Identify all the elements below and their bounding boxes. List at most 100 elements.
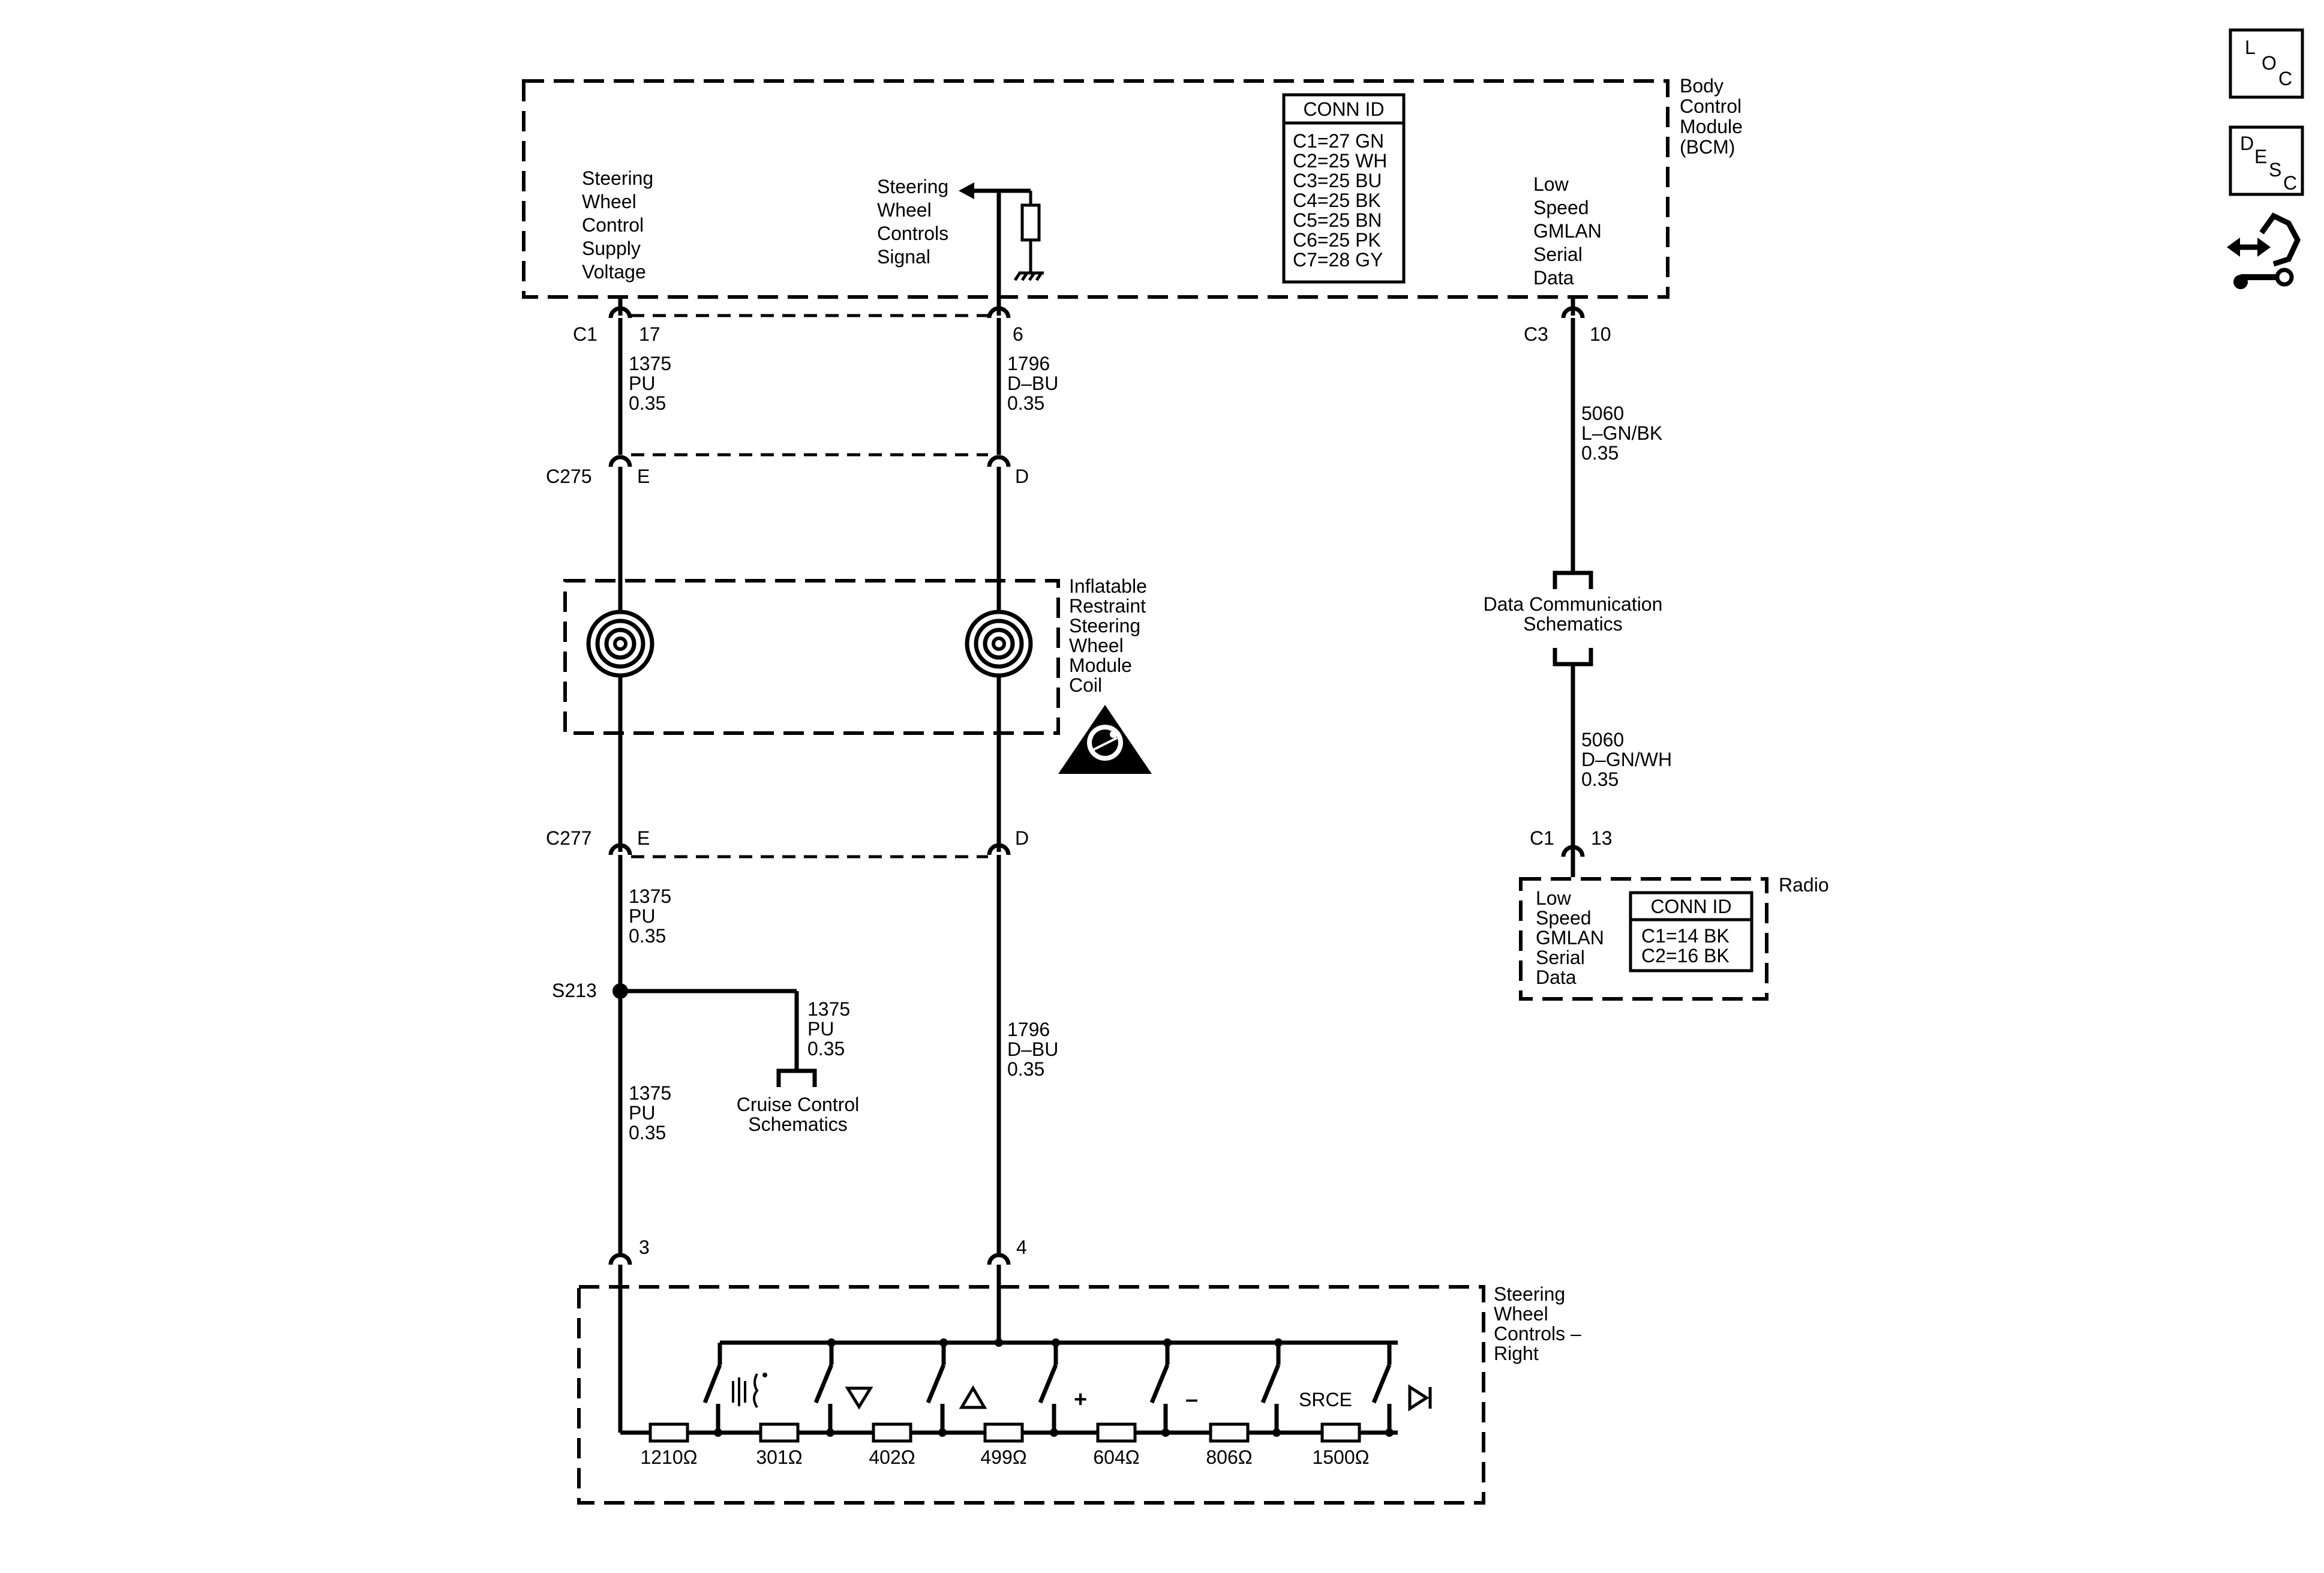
desc-letter-s: S — [2269, 159, 2281, 181]
resistor-4 — [983, 1422, 1024, 1443]
connector-c275: C275 E D — [546, 445, 1029, 487]
resistor-7-value: 1500Ω — [1312, 1446, 1369, 1468]
wire-6-num: 1375 — [807, 998, 850, 1020]
bcm-gmlan-label-3: GMLAN — [1533, 220, 1602, 242]
splice-s213-label: S213 — [552, 980, 597, 1001]
connector-pin-17: 17 — [639, 323, 660, 345]
loc-letter-c: C — [2278, 68, 2292, 89]
bcm-conn-row-1: C1=27 GN — [1293, 130, 1384, 152]
bcm-module: Body Control Module (BCM) Steering Wheel… — [522, 75, 1743, 299]
data-comm-reference[interactable]: Data Communication Schematics — [1484, 571, 1663, 667]
loc-letter-o: O — [2262, 52, 2277, 74]
cruise-ref-line-1[interactable]: Cruise Control — [737, 1094, 860, 1115]
wire-7-size: 0.35 — [629, 1122, 666, 1143]
wire-1-color: PU — [629, 373, 655, 394]
connector-c275-pin-e: E — [637, 466, 650, 487]
loc-icon[interactable] — [2229, 28, 2304, 99]
bcm-conn-id-table: CONN ID C1=27 GN C2=25 WH C3=25 BU C4=25… — [1282, 93, 1406, 284]
desc-icon[interactable] — [2229, 125, 2304, 196]
bcm-gmlan-label-4: Serial — [1533, 244, 1583, 265]
up-triangle-icon — [959, 1385, 987, 1409]
radio-gmlan-label-4: Serial — [1536, 947, 1585, 968]
data-comm-ref-line-2[interactable]: Schematics — [1523, 613, 1622, 635]
swc-name-line-3: Controls – — [1494, 1323, 1581, 1344]
wire-4-num: 5060 — [1581, 729, 1624, 751]
wire-1-size: 0.35 — [629, 392, 666, 414]
switch-voice — [702, 1343, 722, 1433]
connector-pin-10: 10 — [1590, 323, 1611, 345]
resistor-3-value: 402Ω — [869, 1446, 915, 1468]
airbag-warning-icon — [1058, 705, 1152, 774]
wire-4-color: D–GN/WH — [1581, 749, 1672, 770]
wire-8-num: 1796 — [1007, 1019, 1050, 1040]
splice-s213: S213 1375 PU 0.35 Cruise Control Schemat… — [552, 980, 859, 1135]
bcm-signal-label-1: Steering — [877, 176, 948, 197]
bcm-signal-label-3: Controls — [877, 223, 948, 244]
bcm-connector-c3: C3 10 — [1524, 297, 1611, 345]
coil-spiral-right-icon — [965, 610, 1033, 678]
connector-c277-label: C277 — [546, 827, 592, 849]
desc-letter-c: C — [2283, 172, 2297, 194]
bcm-name-line-3: Module — [1680, 116, 1743, 137]
radio-name: Radio — [1779, 874, 1829, 896]
resistor-2-value: 301Ω — [756, 1446, 802, 1468]
connector-pin-4: 4 — [1016, 1236, 1027, 1258]
switch-srce — [1260, 1343, 1281, 1433]
switch-minus-label: – — [1185, 1387, 1198, 1412]
wire-nav-icon[interactable] — [2227, 212, 2301, 289]
resistor-6-value: 806Ω — [1206, 1446, 1252, 1468]
radio-conn-id-table: CONN ID C1=14 BK C2=16 BK — [1629, 891, 1753, 972]
bcm-gmlan-label-5: Data — [1533, 267, 1574, 289]
bcm-connector-c1: C1 17 6 — [573, 297, 1023, 345]
switch-plus-label: + — [1074, 1387, 1087, 1412]
cruise-ref-line-2[interactable]: Schematics — [748, 1113, 847, 1135]
coil-spiral-left-icon — [586, 610, 654, 678]
bcm-conn-row-4: C4=25 BK — [1293, 190, 1381, 211]
resistor-1 — [648, 1422, 689, 1443]
connector-pin-13: 13 — [1591, 827, 1613, 849]
data-comm-ref-line-1[interactable]: Data Communication — [1484, 593, 1663, 615]
wire-6-color: PU — [807, 1018, 834, 1040]
radio-gmlan-label-5: Data — [1536, 966, 1577, 988]
resistor-4-value: 499Ω — [980, 1446, 1026, 1468]
connector-pin-3: 3 — [639, 1236, 650, 1258]
radio-conn-title: CONN ID — [1650, 896, 1731, 917]
wire-3-size: 0.35 — [1581, 442, 1619, 464]
connector-c275-pin-d: D — [1015, 466, 1029, 487]
wire-8-size: 0.35 — [1007, 1058, 1044, 1080]
coil-module: Inflatable Restraint Steering Wheel Modu… — [563, 575, 1152, 774]
radio-gmlan-label-1: Low — [1536, 887, 1572, 909]
switch-next — [1371, 1343, 1392, 1433]
bcm-supply-label-3: Control — [582, 214, 644, 236]
connector-c277: C277 E D — [546, 827, 1029, 865]
voice-icon — [732, 1373, 767, 1409]
coil-name-line-5: Module — [1069, 655, 1132, 676]
wire-5-color: PU — [629, 905, 655, 927]
desc-button[interactable]: D E S C — [2229, 125, 2304, 196]
swc-name-line-1: Steering — [1494, 1283, 1565, 1305]
wire-2-num: 1796 — [1007, 353, 1050, 374]
bcm-conn-row-5: C5=25 BN — [1293, 209, 1382, 231]
bcm-name-line-2: Control — [1680, 95, 1742, 117]
bcm-name-line-4: (BCM) — [1680, 136, 1735, 158]
radio-module: Radio Low Speed GMLAN Serial Data CONN I… — [1519, 874, 1829, 1001]
bcm-conn-row-6: C6=25 PK — [1293, 229, 1381, 251]
radio-conn-row-1: C1=14 BK — [1641, 925, 1730, 947]
coil-name-line-2: Restraint — [1069, 595, 1146, 617]
connector-c277-pin-d: D — [1015, 827, 1029, 849]
coil-name-line-3: Steering — [1069, 615, 1140, 637]
desc-letter-d: D — [2240, 133, 2254, 154]
bcm-conn-row-7: C7=28 GY — [1293, 249, 1383, 271]
connector-c277-pin-e: E — [637, 827, 650, 849]
wire-6-size: 0.35 — [807, 1038, 845, 1059]
connector-c275-label: C275 — [546, 466, 592, 487]
loc-button[interactable]: L O C — [2229, 28, 2304, 99]
coil-name-line-6: Coil — [1069, 674, 1102, 696]
switch-plus — [1038, 1343, 1058, 1433]
connector-pin-6: 6 — [1013, 323, 1023, 345]
bcm-signal-label-4: Signal — [877, 246, 930, 268]
wire-3-num: 5060 — [1581, 403, 1624, 424]
bcm-supply-label-4: Supply — [582, 238, 641, 259]
wire-2-color: D–BU — [1007, 373, 1058, 394]
